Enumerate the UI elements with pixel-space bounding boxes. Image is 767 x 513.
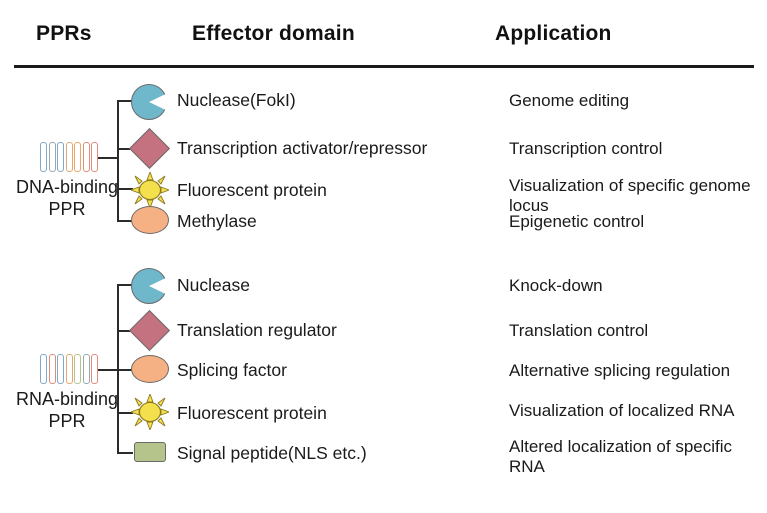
diamond-icon-dna <box>128 127 171 170</box>
ppr-repeat-bar <box>65 142 73 172</box>
header-divider-rule <box>14 65 754 68</box>
application-label-rna-5: Altered localization of specific RNA <box>509 437 733 477</box>
ppr-label-rna-binding: RNA-binding PPR <box>15 389 119 431</box>
effector-label-rna-3: Splicing factor <box>177 360 287 380</box>
ppr-repeat-icon-dna <box>40 142 98 172</box>
bracket-stub-dna-2 <box>117 148 133 151</box>
ppr-repeat-bar <box>57 142 64 172</box>
sun-icon-dna <box>131 172 169 208</box>
ppr-repeat-bar <box>74 354 81 384</box>
application-label-dna-3: Visualization of specific genome locus <box>509 176 751 216</box>
bracket-stub-dna-3 <box>117 188 133 191</box>
ellipse-icon-dna <box>131 206 169 234</box>
effector-label-dna-1: Nuclease(FokI) <box>177 90 296 110</box>
ppr-repeat-bar <box>57 354 64 384</box>
application-label-rna-4: Visualization of localized RNA <box>509 401 735 420</box>
ppr-label-dna-binding: DNA-binding PPR <box>15 177 119 219</box>
ppr-repeat-bar <box>91 354 98 384</box>
bracket-trunk-rna <box>117 284 120 452</box>
ppr-repeat-bar <box>74 142 81 172</box>
effector-label-rna-4: Fluorescent protein <box>177 403 327 423</box>
ppr-stem-rna <box>98 369 119 372</box>
pacman-icon-rna <box>131 268 167 304</box>
application-label-rna-2: Translation control <box>509 321 649 340</box>
greenbox-icon-rna <box>134 442 166 462</box>
ppr-repeat-bar <box>91 142 98 172</box>
application-label-dna-1: Genome editing <box>509 91 630 110</box>
bracket-stub-rna-2 <box>117 330 133 333</box>
ppr-repeat-bar <box>82 354 90 384</box>
effector-label-dna-4: Methylase <box>177 211 257 231</box>
effector-label-dna-2: Transcription activator/repressor <box>177 138 428 158</box>
sun-icon-rna <box>131 394 169 430</box>
ppr-repeat-bar <box>40 142 47 172</box>
effector-label-rna-2: Translation regulator <box>177 320 337 340</box>
ellipse-icon-rna <box>131 355 169 383</box>
bracket-stub-rna-1 <box>117 284 133 287</box>
application-label-rna-3: Alternative splicing regulation <box>509 361 731 380</box>
application-label-rna-1: Knock-down <box>509 276 603 295</box>
ppr-repeat-bar <box>48 142 56 172</box>
bracket-stub-rna-3 <box>117 369 133 372</box>
column-header-effector-domain: Effector domain <box>192 22 355 45</box>
table-header-row: PPRs Effector domain Application <box>0 22 767 56</box>
ppr-stem-dna <box>98 157 119 160</box>
bracket-stub-dna-1 <box>117 100 133 103</box>
ppr-repeat-bar <box>82 142 90 172</box>
bracket-stub-rna-5 <box>117 452 133 455</box>
ppr-repeat-icon-rna <box>40 354 98 384</box>
effector-label-rna-1: Nuclease <box>177 275 250 295</box>
effector-label-dna-3: Fluorescent protein <box>177 180 327 200</box>
diamond-icon-rna <box>128 309 171 352</box>
ppr-repeat-bar <box>48 354 56 384</box>
effector-label-rna-5: Signal peptide(NLS etc.) <box>177 443 367 463</box>
bracket-stub-dna-4 <box>117 220 133 223</box>
bracket-trunk-dna <box>117 100 120 220</box>
bracket-stub-rna-4 <box>117 412 133 415</box>
column-header-application: Application <box>495 22 612 45</box>
ppr-repeat-bar <box>65 354 73 384</box>
column-header-pprs: PPRs <box>36 22 92 45</box>
pacman-icon-dna <box>131 84 167 120</box>
application-label-dna-4: Epigenetic control <box>509 212 645 231</box>
application-label-dna-2: Transcription control <box>509 139 663 158</box>
ppr-repeat-bar <box>40 354 47 384</box>
